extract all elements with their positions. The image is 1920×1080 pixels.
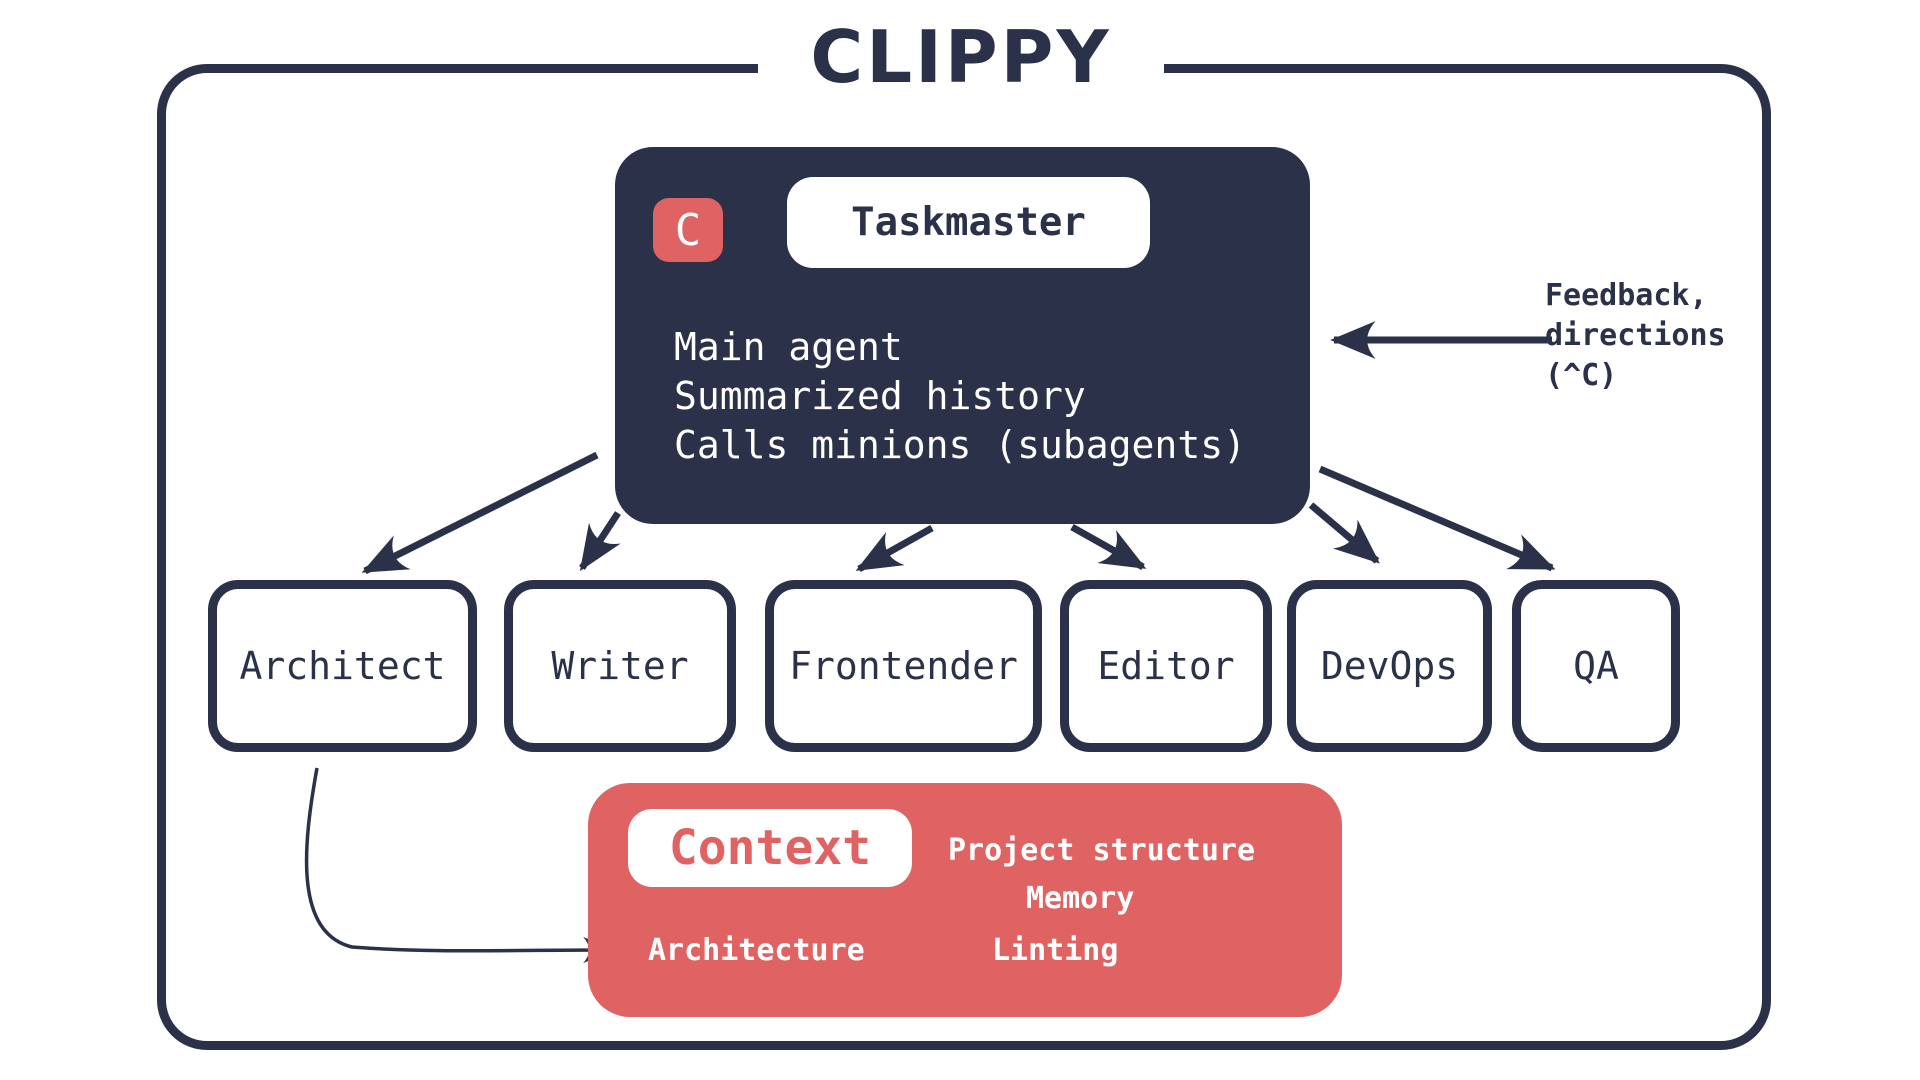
context-label: Context bbox=[668, 820, 872, 876]
taskmaster-description-line: Summarized history bbox=[674, 374, 1086, 418]
context-item-memory: Memory bbox=[1026, 881, 1135, 916]
subagent-node-editor: Editor bbox=[1060, 580, 1272, 752]
context-item-architecture: Architecture bbox=[648, 933, 865, 968]
feedback-annotation-line: Feedback, bbox=[1545, 278, 1708, 313]
title-area: CLIPPY bbox=[758, 6, 1164, 108]
context-label-pill: Context bbox=[628, 809, 912, 887]
context-item-project-structure: Project structure bbox=[948, 833, 1256, 868]
feedback-annotation-line: directions bbox=[1545, 318, 1726, 353]
subagent-node-architect: Architect bbox=[208, 580, 477, 752]
context-item-linting: Linting bbox=[992, 933, 1119, 968]
taskmaster-node: C Taskmaster Main agent Summarized histo… bbox=[615, 147, 1310, 524]
subagent-node-devops: DevOps bbox=[1287, 580, 1492, 752]
context-node: Context Project structure Memory Archite… bbox=[588, 783, 1342, 1017]
taskmaster-description-line: Main agent bbox=[674, 325, 903, 369]
taskmaster-description-line: Calls minions (subagents) bbox=[674, 423, 1246, 467]
taskmaster-label-pill: Taskmaster bbox=[787, 177, 1150, 268]
taskmaster-description: Main agent Summarized history Calls mini… bbox=[674, 323, 1246, 470]
subagent-node-frontender: Frontender bbox=[765, 580, 1042, 752]
clippy-logo-badge: C bbox=[653, 198, 723, 262]
feedback-annotation: Feedback, directions (^C) bbox=[1545, 276, 1726, 396]
subagent-node-qa: QA bbox=[1512, 580, 1680, 752]
subagent-node-writer: Writer bbox=[504, 580, 736, 752]
taskmaster-label: Taskmaster bbox=[851, 200, 1086, 245]
feedback-annotation-line: (^C) bbox=[1545, 358, 1618, 393]
diagram-title: CLIPPY bbox=[810, 15, 1112, 99]
